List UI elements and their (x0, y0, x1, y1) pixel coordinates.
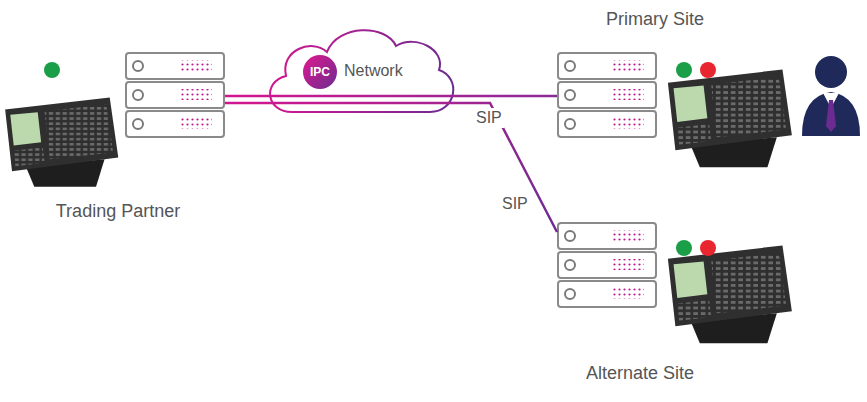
turret (5, 98, 118, 187)
edge-label: SIP (474, 108, 504, 128)
status-dot (44, 62, 60, 78)
server-stack (126, 53, 224, 137)
badge-text: IPC (303, 55, 337, 89)
edge-label: SIP (500, 194, 530, 214)
site-label: Alternate Site (586, 362, 694, 384)
person-icon (802, 56, 860, 136)
turret (668, 246, 792, 344)
cloud-label: Network (344, 61, 403, 81)
server-node: Alternate Site (557, 222, 657, 308)
server-node: Primary Site (557, 52, 657, 138)
site-label: Primary Site (606, 8, 704, 30)
ipc-badge (303, 55, 337, 89)
sip-connector (225, 95, 557, 98)
turret (668, 70, 792, 168)
status-dot (700, 62, 716, 78)
site-label: Trading Partner (56, 200, 180, 222)
server-stack (558, 53, 656, 137)
network-cloud (270, 30, 453, 112)
server-stack (558, 223, 656, 307)
network-cloud-node: IPC Network (262, 28, 452, 114)
status-dot (700, 240, 716, 256)
server-node: Trading Partner (125, 52, 225, 138)
sip-connector (225, 103, 557, 232)
status-dot (676, 62, 692, 78)
status-dot (676, 240, 692, 256)
